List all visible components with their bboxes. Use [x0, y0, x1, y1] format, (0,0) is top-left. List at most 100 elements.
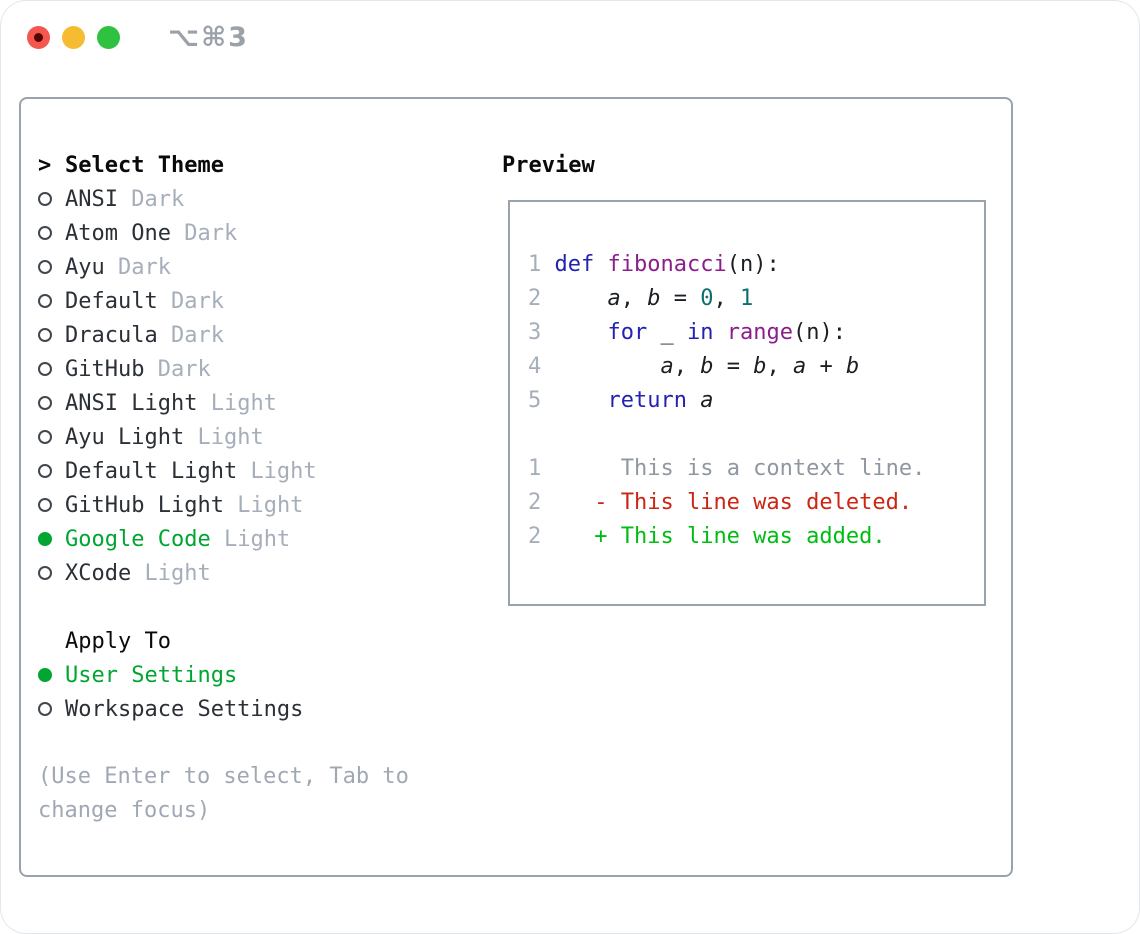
code-token-pl: , — [766, 354, 793, 379]
theme-option-ansi-light-light[interactable]: ANSI Light Light — [38, 386, 409, 420]
theme-variant: Light — [223, 526, 291, 552]
radio-selected-icon — [38, 532, 65, 546]
theme-option-ayu-dark[interactable]: Ayu Dark — [38, 250, 409, 284]
theme-name: Atom One — [65, 220, 171, 246]
code-token-pl: _ — [647, 320, 687, 345]
radio-circle-icon — [38, 532, 52, 546]
code-token-kw: for — [607, 320, 648, 345]
theme-option-google-code-light[interactable]: Google Code Light — [38, 522, 409, 556]
code-line: 1 def fibonacci(n): — [528, 248, 984, 282]
code-token-pl: , — [673, 354, 701, 379]
code-line: 2 - This line was deleted. — [528, 486, 984, 520]
theme-option-default-light-light[interactable]: Default Light Light — [38, 454, 409, 488]
radio-circle-icon — [38, 498, 52, 512]
radio-icon — [38, 396, 65, 410]
theme-option-label: Dracula Dark — [65, 323, 224, 348]
radio-circle-icon — [38, 294, 52, 308]
theme-variant: Dark — [184, 220, 238, 246]
theme-option-label: Default Dark — [65, 289, 224, 314]
theme-name: XCode — [65, 560, 132, 586]
radio-icon — [38, 328, 65, 342]
close-button-icon[interactable] — [27, 26, 50, 49]
radio-circle-icon — [38, 668, 52, 682]
code-token-pl — [713, 320, 726, 345]
code-token-pl: , — [620, 286, 648, 311]
spacer — [38, 590, 409, 624]
radio-icon — [38, 430, 65, 444]
code-token-pl — [541, 456, 620, 481]
code-token-pl — [594, 252, 607, 277]
theme-option-dracula-dark[interactable]: Dracula Dark — [38, 318, 409, 352]
code-token-ln: 2 — [528, 490, 542, 515]
radio-icon — [38, 192, 65, 206]
radio-circle-icon — [38, 702, 52, 716]
theme-variant: Dark — [170, 288, 224, 314]
titlebar: ⌥⌘3 — [0, 0, 1140, 76]
theme-option-label: Atom One Dark — [65, 221, 237, 246]
theme-name: Default Light — [65, 458, 238, 484]
code-token-kw: return — [607, 388, 687, 413]
radio-icon — [38, 362, 65, 376]
radio-icon — [38, 498, 65, 512]
code-token-pl: = — [660, 286, 701, 311]
code-token-pl — [541, 490, 594, 515]
apply-option-workspace-settings[interactable]: Workspace Settings — [38, 692, 409, 726]
code-token-del: - This line was deleted. — [594, 490, 913, 515]
hint-line-1: (Use Enter to select, Tab to — [38, 764, 409, 789]
code-token-pl — [541, 388, 607, 413]
code-token-pl — [687, 388, 700, 413]
theme-option-default-dark[interactable]: Default Dark — [38, 284, 409, 318]
radio-circle-icon — [38, 396, 52, 410]
theme-option-xcode-light[interactable]: XCode Light — [38, 556, 409, 590]
theme-variant: Light — [210, 390, 277, 416]
theme-name: Dracula — [65, 322, 158, 348]
theme-option-github-dark[interactable]: GitHub Dark — [38, 352, 409, 386]
radio-circle-icon — [38, 260, 52, 274]
code-token-pl: (n): — [726, 252, 780, 277]
window-shortcut-label: ⌥⌘3 — [168, 22, 249, 53]
theme-name: GitHub Light — [65, 492, 224, 518]
theme-option-label: XCode Light — [65, 561, 211, 586]
theme-variant: Light — [250, 458, 317, 484]
radio-selected-icon — [38, 668, 65, 682]
theme-name: GitHub — [65, 356, 145, 382]
theme-option-label: Default Light Light — [65, 459, 317, 484]
code-token-var: a — [607, 286, 621, 311]
theme-option-ayu-light-light[interactable]: Ayu Light Light — [38, 420, 409, 454]
radio-circle-icon — [38, 430, 52, 444]
code-token-ln: 3 — [528, 320, 542, 345]
minimize-button-icon[interactable] — [62, 26, 85, 49]
theme-name: Google Code — [65, 526, 211, 552]
select-theme-header: >Select Theme — [38, 148, 409, 182]
theme-option-github-light-light[interactable]: GitHub Light Light — [38, 488, 409, 522]
code-token-var: a — [700, 388, 714, 413]
apply-to-title: Apply To — [65, 628, 171, 654]
theme-variant: Dark — [157, 356, 211, 382]
code-token-pl: (n): — [792, 320, 846, 345]
code-token-ln: 2 — [528, 524, 542, 549]
apply-to-header: Apply To — [38, 624, 409, 658]
code-token-pl: = — [713, 354, 754, 379]
apply-option-label: Workspace Settings — [65, 696, 304, 722]
theme-name: Ayu — [65, 254, 105, 280]
theme-option-atom-one-dark[interactable]: Atom One Dark — [38, 216, 409, 250]
zoom-button-icon[interactable] — [97, 26, 120, 49]
prompt-icon: > — [38, 152, 52, 178]
code-token-num: 1 — [739, 286, 754, 311]
radio-icon — [38, 464, 65, 478]
code-token-pl — [541, 286, 607, 311]
apply-option-user-settings[interactable]: User Settings — [38, 658, 409, 692]
code-token-var: b — [845, 354, 860, 379]
code-token-pl — [541, 252, 554, 277]
code-token-var: b — [753, 354, 767, 379]
radio-icon — [38, 702, 65, 716]
code-token-fn: range — [726, 320, 793, 345]
code-token-pl — [541, 524, 594, 549]
radio-circle-icon — [38, 464, 52, 478]
theme-option-ansi-dark[interactable]: ANSI Dark — [38, 182, 409, 216]
code-line: 2 + This line was added. — [528, 520, 984, 554]
